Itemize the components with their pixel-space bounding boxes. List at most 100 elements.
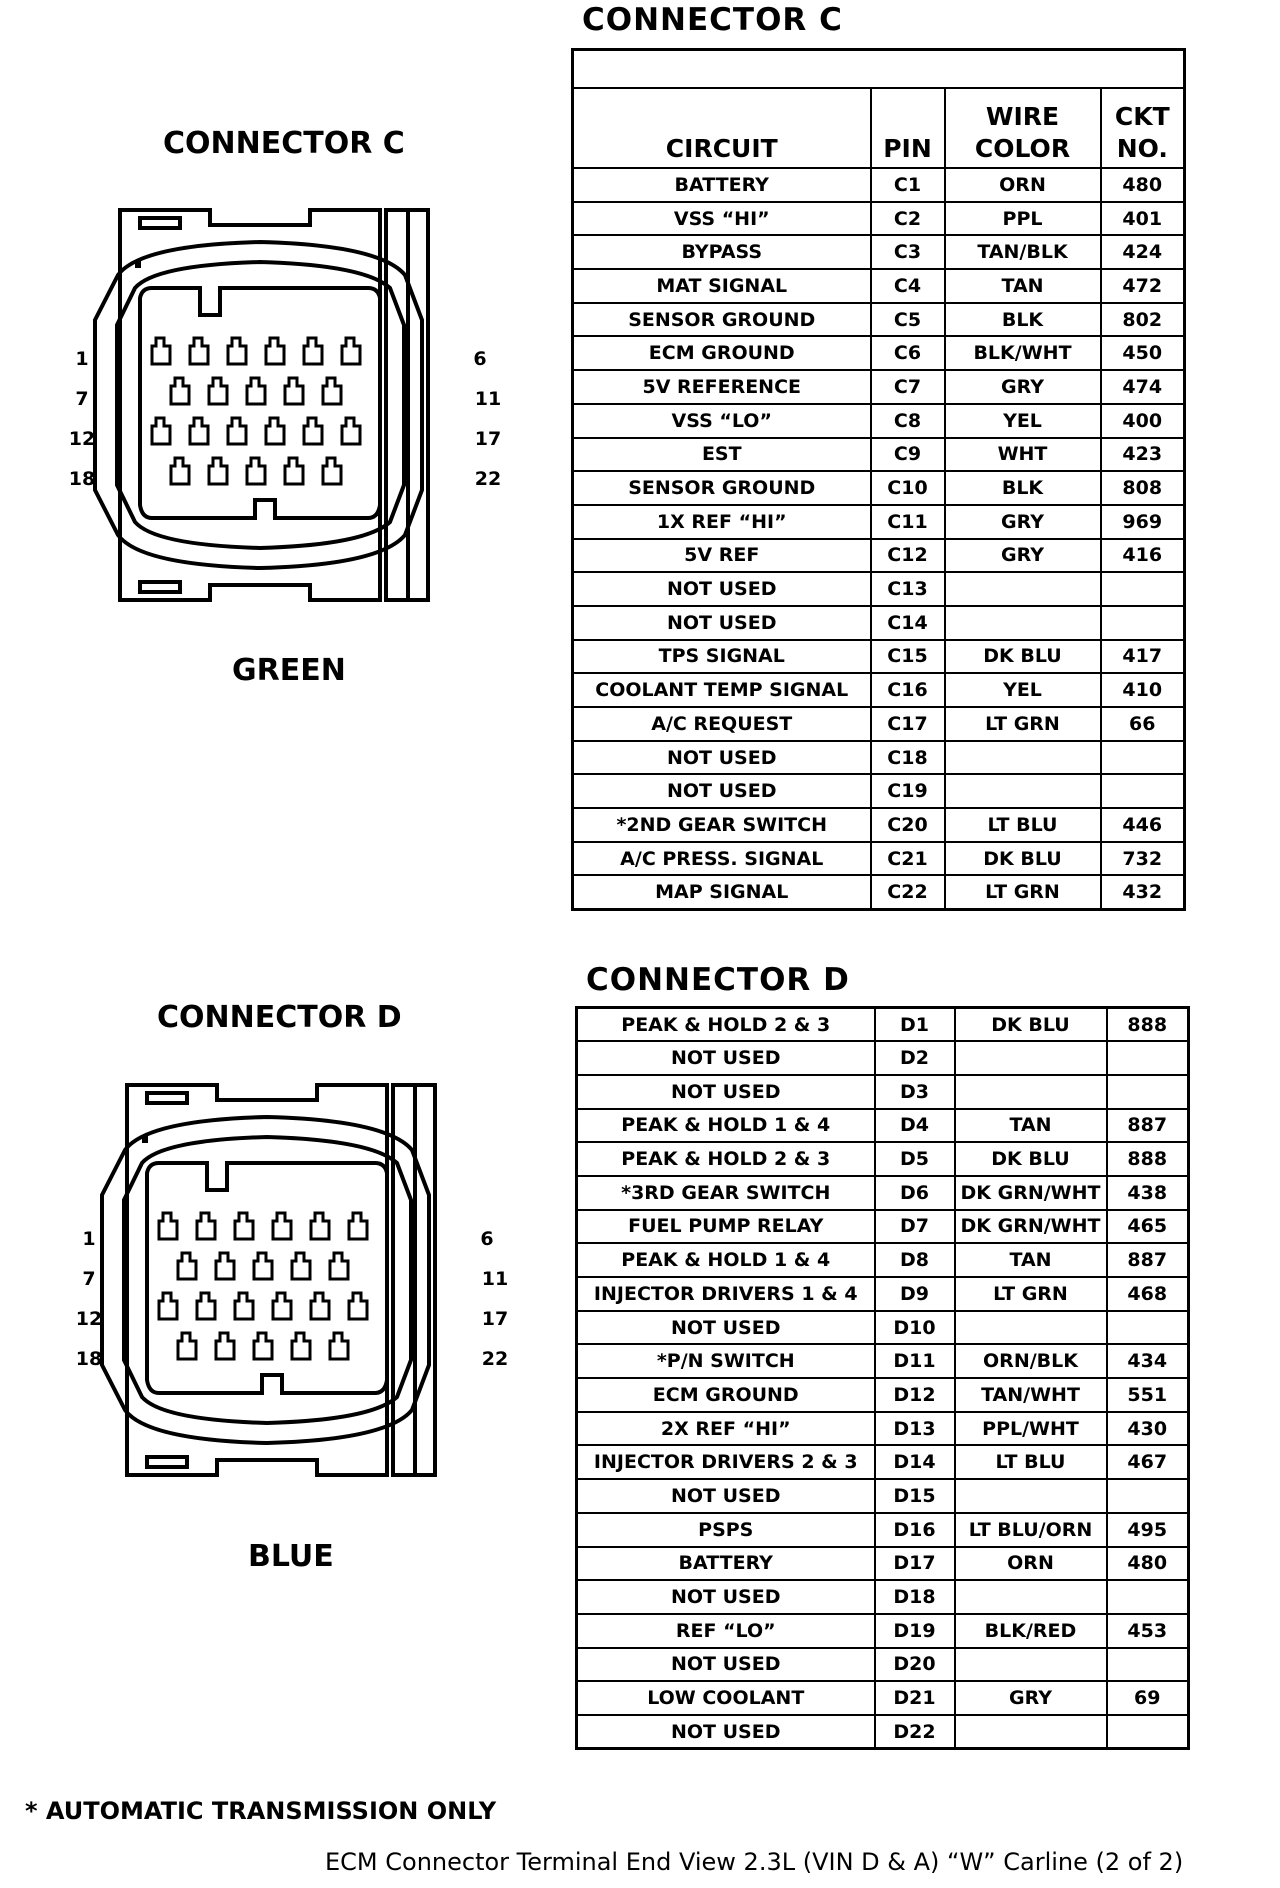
- cell-ckt-no: [1105, 1309, 1190, 1346]
- cell-ckt-no: 417: [1099, 638, 1186, 675]
- cell-ckt-no: 802: [1099, 301, 1186, 338]
- cell-ckt-no: 808: [1099, 470, 1186, 506]
- cell-ckt-no: 888: [1105, 1006, 1190, 1043]
- cell-pin: C15: [869, 638, 946, 675]
- pin-cavity: [340, 336, 362, 366]
- cell-circuit: PEAK & HOLD 2 & 3: [575, 1141, 876, 1177]
- pin-cavity: [328, 1251, 350, 1281]
- cell-pin: D12: [873, 1377, 956, 1413]
- pin-cavity: [321, 376, 343, 406]
- cell-wire-color: [943, 739, 1102, 776]
- cell-pin: C12: [869, 537, 946, 574]
- cell-wire-color: [953, 1713, 1108, 1750]
- figure-caption: ECM Connector Terminal End View 2.3L (VI…: [325, 1848, 1184, 1876]
- cell-circuit: NOT USED: [575, 1713, 876, 1750]
- cell-pin: C4: [869, 268, 946, 304]
- pin-cavity: [150, 336, 172, 366]
- cell-pin: D13: [873, 1410, 956, 1447]
- cell-pin: D14: [873, 1444, 956, 1481]
- cell-ckt-no: [1105, 1478, 1190, 1514]
- cell-wire-color: BLK/RED: [953, 1612, 1108, 1649]
- cell-pin: D5: [873, 1141, 956, 1177]
- cell-circuit: MAT SIGNAL: [571, 268, 872, 304]
- connector-c-diagram: 1 7 12 18 6 11 17 22: [69, 208, 501, 602]
- pin-cavity: [150, 416, 172, 446]
- cell-circuit: 2X REF “HI”: [575, 1410, 876, 1447]
- cell-wire-color: ORN: [943, 167, 1102, 203]
- cell-circuit: BATTERY: [575, 1545, 876, 1582]
- pin-cavity: [207, 376, 229, 406]
- pin-cavity: [207, 456, 229, 486]
- pin-label-7: 7: [75, 388, 88, 410]
- cell-circuit: VSS “HI”: [571, 200, 872, 237]
- cell-pin: D17: [873, 1545, 956, 1582]
- pin-label-1: 1: [75, 348, 88, 370]
- cell-wire-color: TAN: [953, 1107, 1108, 1144]
- cell-wire-color: [953, 1579, 1108, 1615]
- cell-ckt-no: 423: [1099, 436, 1186, 473]
- pin-label-17: 17: [482, 1308, 508, 1330]
- cell-ckt-no: [1105, 1646, 1190, 1683]
- cell-pin: C6: [869, 335, 946, 372]
- cell-pin: D3: [873, 1073, 956, 1110]
- cell-ckt-no: [1099, 739, 1186, 776]
- cell-pin: C16: [869, 672, 946, 708]
- cell-wire-color: LT BLU: [953, 1444, 1108, 1481]
- pin-label-6: 6: [473, 348, 486, 370]
- cell-circuit: NOT USED: [571, 773, 872, 810]
- pin-cavity: [309, 1291, 331, 1321]
- connector-body: [93, 239, 424, 571]
- cell-circuit: NOT USED: [575, 1646, 876, 1683]
- pin-label-6: 6: [480, 1228, 493, 1250]
- pin-cavity: [321, 456, 343, 486]
- pin-cavity: [195, 1211, 217, 1241]
- pin-cavity: [245, 376, 267, 406]
- connector-d-diagram-title: CONNECTOR D: [157, 1000, 402, 1035]
- cell-pin: C2: [869, 200, 946, 237]
- cell-wire-color: TAN/WHT: [953, 1377, 1108, 1413]
- cell-pin: C14: [869, 604, 946, 641]
- connector-body: [100, 1114, 431, 1446]
- cell-wire-color: [943, 571, 1102, 607]
- cell-circuit: *2ND GEAR SWITCH: [571, 807, 872, 843]
- cell-pin: D10: [873, 1309, 956, 1346]
- cell-circuit: INJECTOR DRIVERS 2 & 3: [575, 1444, 876, 1481]
- connector-c-table-title: CONNECTOR C: [582, 2, 843, 38]
- cell-pin: D20: [873, 1646, 956, 1683]
- cell-wire-color: GRY: [943, 537, 1102, 574]
- pin-cavity: [176, 1331, 198, 1361]
- cell-circuit: PEAK & HOLD 1 & 4: [575, 1107, 876, 1144]
- cell-wire-color: DK BLU: [943, 638, 1102, 675]
- cell-pin: C10: [869, 470, 946, 506]
- connector-c-pins: [150, 336, 362, 486]
- pin-label-1: 1: [82, 1228, 95, 1250]
- cell-pin: D18: [873, 1579, 956, 1615]
- column-header-ckt-no: CKT NO.: [1099, 87, 1186, 169]
- cell-wire-color: [943, 604, 1102, 641]
- cell-wire-color: BLK: [943, 470, 1102, 506]
- cell-circuit: NOT USED: [571, 739, 872, 776]
- cell-wire-color: PPL: [943, 200, 1102, 237]
- pin-cavity: [309, 1211, 331, 1241]
- connector-c-diagram-title: CONNECTOR C: [163, 126, 405, 161]
- cell-pin: D6: [873, 1174, 956, 1211]
- latch-bar: [406, 208, 430, 602]
- cell-ckt-no: 732: [1099, 840, 1186, 877]
- cell-circuit: EST: [571, 436, 872, 473]
- cell-ckt-no: 480: [1105, 1545, 1190, 1582]
- pin-cavity: [214, 1331, 236, 1361]
- cell-ckt-no: 474: [1099, 369, 1186, 405]
